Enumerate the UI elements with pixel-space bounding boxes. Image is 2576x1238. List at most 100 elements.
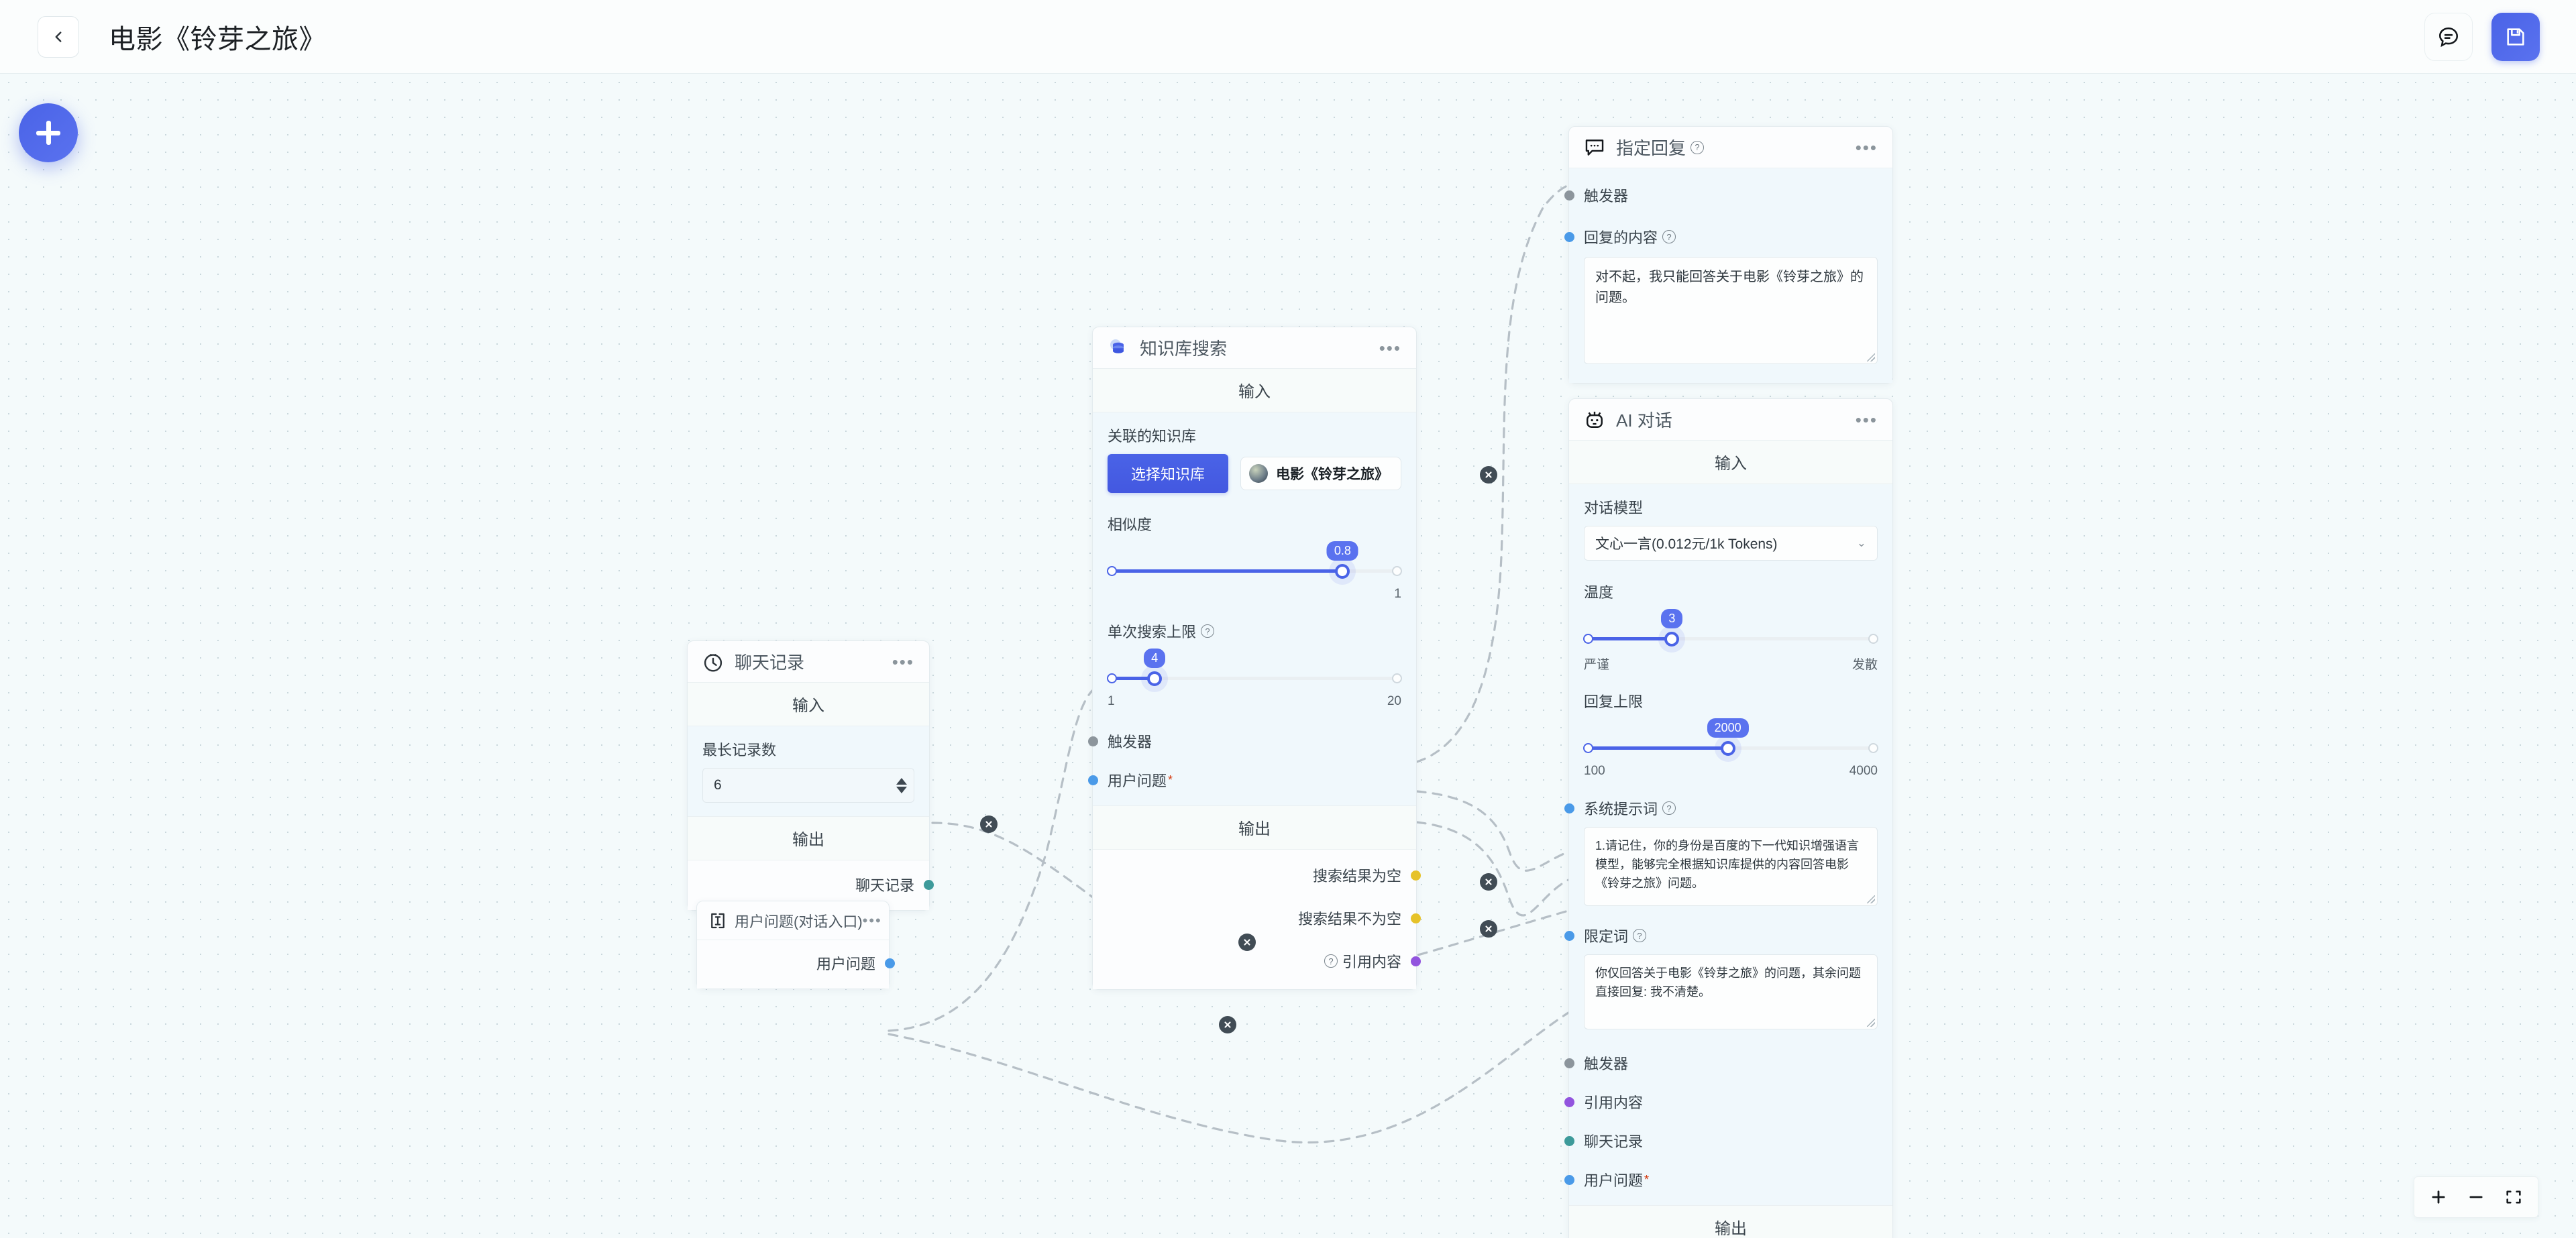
port-dot[interactable] [1564,803,1574,813]
port-dot[interactable] [1564,1058,1574,1068]
port-dot[interactable] [1088,775,1098,785]
node-knowledge-search[interactable]: 知识库搜索 ••• 输入 关联的知识库 选择知识库 电影《铃芽之旅》 相似度 0… [1088,327,1421,990]
port-label: 用户问题 [1584,1172,1644,1189]
model-select[interactable]: 文心一言(0.012元/1k Tokens) ⌄ [1584,526,1878,561]
port-dot[interactable] [1564,231,1574,242]
port-user-question[interactable]: 用户问题* [1564,1169,1878,1190]
port-dot[interactable] [1411,913,1421,923]
edge-delete-button[interactable] [1238,934,1256,951]
input-section-label: 输入 [1093,369,1416,412]
stepper-arrows[interactable] [896,777,907,793]
similarity-slider[interactable]: 0.8 [1107,541,1402,589]
speech-bubble-icon [1582,135,1607,160]
save-button[interactable] [2491,12,2540,61]
node-header[interactable]: 指定回复 ? ••• [1569,127,1892,168]
stepper-down-icon[interactable] [896,786,907,793]
input-section-label: 输入 [1569,441,1892,484]
port-trigger[interactable]: 触发器 [1564,184,1878,206]
port-dot[interactable] [1411,870,1421,881]
port-dot[interactable] [1564,1135,1574,1146]
workflow-canvas[interactable]: 知识库搜索 ••• 输入 关联的知识库 选择知识库 电影《铃芽之旅》 相似度 0… [0,74,2576,1238]
port-dot[interactable] [1564,190,1574,201]
port-citation-content[interactable]: ? 引用内容 [1108,950,1421,972]
port-dot[interactable] [1411,956,1421,966]
port-qualifier[interactable]: 限定词 ? [1564,925,1878,946]
help-icon[interactable]: ? [1690,140,1705,154]
robot-icon [1582,408,1607,432]
search-limit-label: 单次搜索上限 ? [1108,620,1401,642]
kb-field-label: 关联的知识库 [1108,428,1197,445]
help-icon[interactable]: ? [1201,624,1215,638]
max-reply-slider[interactable]: 2000 [1583,718,1878,767]
knowledge-base-chip[interactable]: 电影《铃芽之旅》 [1240,457,1401,490]
help-icon[interactable]: ? [1662,801,1676,815]
node-fixed-reply[interactable]: 指定回复 ? ••• 触发器 回复的内容 ? 对不起，我只能回答关于电影《铃芽之… [1564,126,1893,384]
port-dot[interactable] [924,879,934,890]
add-node-button[interactable] [19,103,78,162]
zoom-out-button[interactable] [2457,1181,2495,1213]
knowledge-base-name: 电影《铃芽之旅》 [1276,467,1389,482]
port-trigger[interactable]: 触发器 [1088,730,1401,752]
port-empty-result[interactable]: 搜索结果为空 [1108,864,1421,886]
port-chat-history-out[interactable]: 聊天记录 [702,874,934,895]
port-dot[interactable] [885,958,895,968]
similarity-label: 相似度 [1108,516,1152,533]
port-system-prompt[interactable]: 系统提示词 ? [1564,797,1878,819]
node-menu-button[interactable]: ••• [862,911,882,929]
node-ai-chat[interactable]: AI 对话 ••• 输入 对话模型 文心一言(0.012元/1k Tokens)… [1564,398,1893,1238]
max-records-stepper[interactable]: 6 [702,768,914,803]
slider-knob[interactable] [1720,741,1735,756]
zoom-controls[interactable] [2414,1176,2538,1218]
slider-knob[interactable] [1664,632,1680,646]
node-header[interactable]: AI 对话 ••• [1569,399,1892,441]
node-chat-history[interactable]: 聊天记录 ••• 输入 最长记录数 6 输出 聊天记录 [687,640,934,911]
help-icon[interactable]: ? [1633,929,1647,942]
port-user-question-out[interactable]: 用户问题 [710,952,895,974]
chevron-left-icon [55,31,62,42]
node-header[interactable]: 知识库搜索 ••• [1093,327,1416,369]
node-menu-button[interactable]: ••• [892,651,914,672]
node-menu-button[interactable]: ••• [1855,137,1878,158]
temperature-slider[interactable]: 3 [1583,609,1878,657]
slider-knob[interactable] [1147,671,1163,686]
fit-screen-button[interactable] [2495,1181,2532,1213]
edge-delete-button[interactable] [980,815,998,833]
edge-delete-button[interactable] [1219,1016,1236,1033]
edge-delete-button[interactable] [1480,873,1497,891]
minus-icon [2469,1196,2483,1198]
port-trigger[interactable]: 触发器 [1564,1052,1878,1074]
node-header[interactable]: 用户问题(对话入口) ••• [697,901,889,940]
node-user-question[interactable]: 用户问题(对话入口) ••• 用户问题 [696,901,895,989]
slider-fill [1584,746,1728,750]
port-dot[interactable] [1564,1096,1574,1107]
node-header[interactable]: 聊天记录 ••• [688,641,929,683]
slider-fill [1584,637,1672,640]
qualifier-textarea[interactable]: 你仅回答关于电影《铃芽之旅》的问题，其余问题直接回复: 我不清楚。 [1584,954,1878,1029]
help-icon[interactable]: ? [1662,230,1676,243]
port-chat-history[interactable]: 聊天记录 [1564,1130,1878,1151]
port-reply-content[interactable]: 回复的内容 ? [1564,226,1878,247]
reply-content-textarea[interactable]: 对不起，我只能回答关于电影《铃芽之旅》的问题。 [1584,257,1878,364]
stepper-up-icon[interactable] [896,777,907,785]
slider-knob[interactable] [1335,564,1350,579]
port-dot[interactable] [1564,930,1574,941]
zoom-in-button[interactable] [2420,1181,2457,1213]
model-label: 对话模型 [1584,500,1644,516]
port-citation-content[interactable]: 引用内容 [1564,1091,1878,1113]
port-nonempty-result[interactable]: 搜索结果不为空 [1108,907,1421,929]
help-icon[interactable]: ? [1324,954,1338,968]
node-menu-button[interactable]: ••• [1855,409,1878,430]
port-dot[interactable] [1564,1174,1574,1185]
port-dot[interactable] [1088,736,1098,746]
back-button[interactable] [38,15,79,58]
edge-delete-button[interactable] [1480,920,1497,938]
close-icon [1224,1021,1231,1028]
edge-delete-button[interactable] [1480,466,1497,484]
chat-button[interactable] [2424,12,2473,61]
port-user-question[interactable]: 用户问题* [1088,769,1401,791]
select-knowledge-base-button[interactable]: 选择知识库 [1108,454,1228,493]
search-limit-slider[interactable]: 4 [1107,649,1402,697]
slider-end-cap [1868,743,1878,753]
system-prompt-textarea[interactable]: 1.请记住，你的身份是百度的下一代知识增强语言模型，能够完全根据知识库提供的内容… [1584,827,1878,906]
node-menu-button[interactable]: ••• [1379,337,1401,358]
